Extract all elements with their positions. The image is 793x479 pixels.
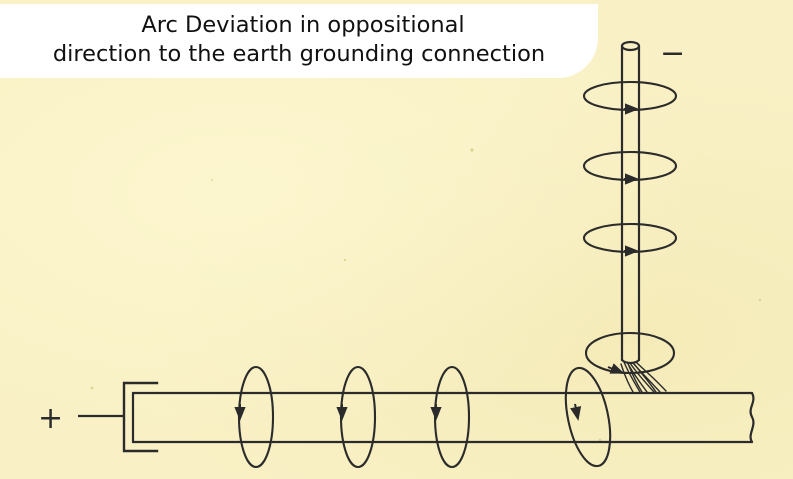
workpiece-loop-1 [237, 365, 275, 469]
electrode-loop-1 [582, 80, 678, 112]
arc-sparks-icon [620, 361, 667, 393]
caption-box: Arc Deviation in oppositional direction … [0, 4, 598, 78]
electrode-rod [620, 40, 641, 365]
field-arrow-icon [570, 403, 582, 421]
workpiece-plate [131, 391, 755, 444]
workpiece-loop-3 [433, 365, 471, 469]
paper-speckles [90, 148, 762, 442]
field-arrow-icon [607, 363, 625, 374]
workpiece-loop-2 [339, 365, 377, 469]
electrode-loop-arrows [607, 103, 639, 374]
workpiece-loop-arrows [234, 403, 582, 421]
electrode-loop-2 [582, 150, 678, 182]
electrode-field-loops [582, 80, 678, 375]
caption-line-1: Arc Deviation in oppositional [141, 12, 465, 38]
workpiece-polarity-label: + [38, 401, 63, 436]
caption-line-2: direction to the earth grounding connect… [52, 41, 546, 67]
workpiece-field-loops [237, 365, 612, 469]
electrode-polarity-label: − [660, 36, 685, 71]
electrode-loop-3 [582, 222, 678, 254]
workpiece-loop-4 [564, 366, 612, 468]
